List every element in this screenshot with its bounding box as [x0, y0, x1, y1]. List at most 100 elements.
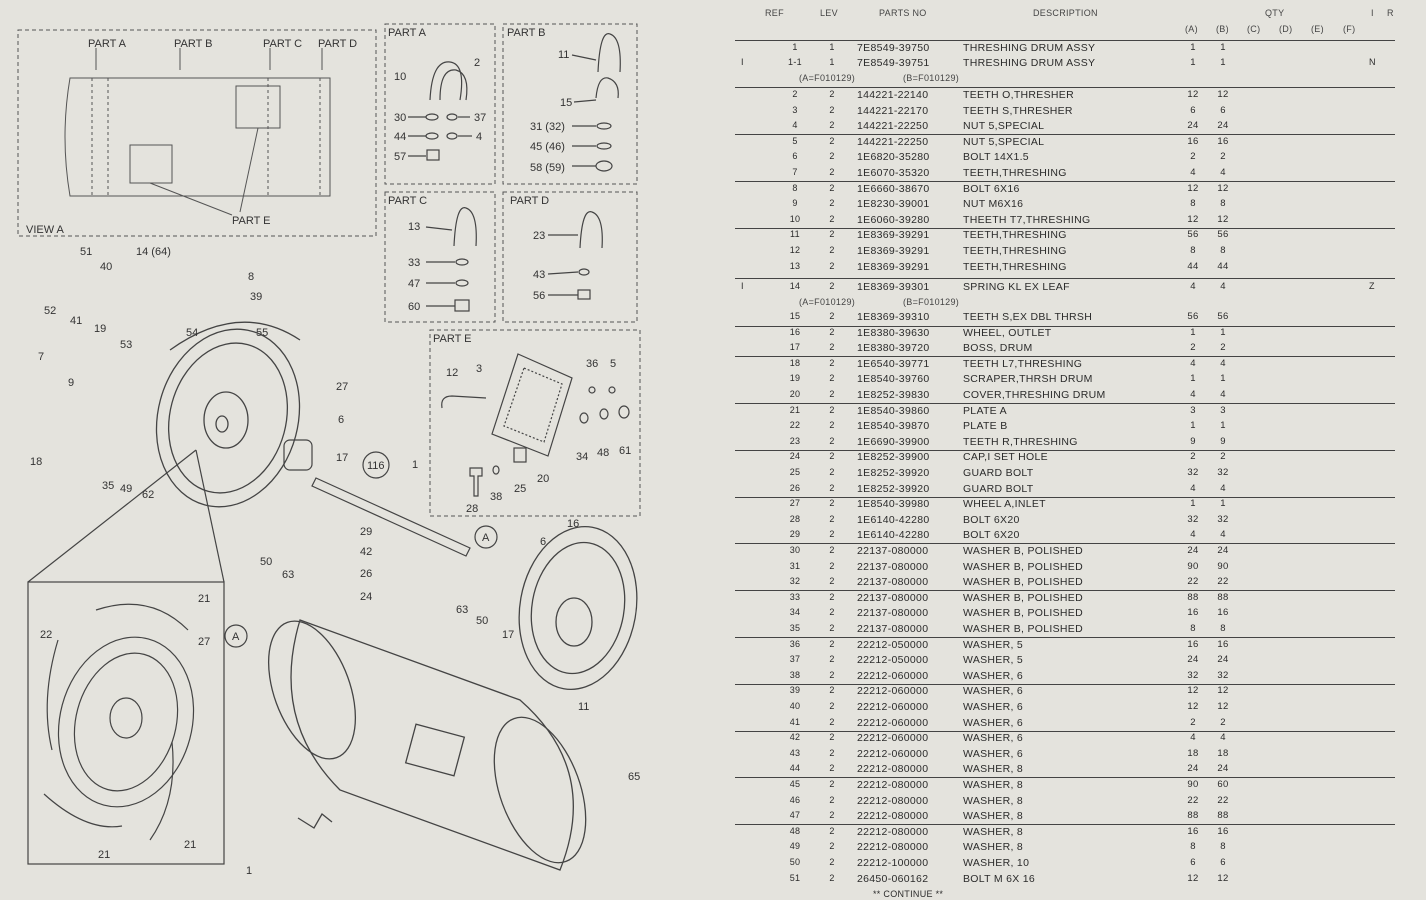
cell-qa: 2 — [1190, 716, 1196, 728]
cell-qa: 4 — [1190, 167, 1196, 178]
cell-pn: 144221-22250 — [857, 120, 929, 133]
cell-pn: 1E6140-42280 — [857, 513, 930, 526]
cell-desc: THRESHING DRUM ASSY — [963, 42, 1096, 54]
part-e-title: PART E — [433, 333, 472, 345]
cell-pn: 1E8540-39870 — [857, 420, 930, 433]
cell-lev: 2 — [829, 404, 835, 415]
cell-qb: 22 — [1217, 794, 1229, 806]
cell-ref: 3 — [792, 104, 798, 115]
cell-qa: 24 — [1187, 654, 1199, 666]
cell-desc: SCRAPER,THRSH DRUM — [963, 373, 1093, 386]
cell-qb: 4 — [1220, 529, 1226, 541]
cell-qa: 8 — [1190, 841, 1196, 853]
cell-desc: NUT 5,SPECIAL — [963, 120, 1045, 133]
cell-qb: 1 — [1220, 326, 1226, 338]
cell-pn: 1E8230-39001 — [857, 198, 930, 211]
cell-lev: 2 — [829, 311, 835, 321]
cell-pn: 1E8369-39310 — [857, 311, 930, 323]
cell-ref: 5 — [792, 135, 798, 146]
cell-qa: 44 — [1187, 260, 1199, 272]
teeth-icon — [441, 395, 487, 409]
cell-pn: 1E8540-39860 — [857, 404, 930, 417]
qty-col-a: (A) — [1185, 24, 1198, 34]
cell-qa: 1 — [1190, 42, 1196, 53]
view-a-part-c-label: PART C — [263, 38, 302, 50]
cell-lev: 2 — [829, 281, 835, 291]
cell-lev: 2 — [829, 716, 835, 727]
cell-pn: 7E8549-39751 — [857, 57, 930, 69]
cell-ref: 30 — [789, 545, 801, 555]
cell-qa: 22 — [1187, 576, 1199, 588]
view-a-part-e-label: PART E — [232, 215, 271, 227]
callout-27b: 27 — [198, 636, 210, 648]
cell-desc: SPRING KL EX LEAF — [963, 281, 1070, 293]
cell-lev: 2 — [829, 623, 835, 633]
cell-desc: TEETH,THRESHING — [963, 245, 1067, 257]
cell-qb: 1 — [1220, 373, 1226, 385]
cell-desc: WASHER B, POLISHED — [963, 560, 1083, 573]
cell-ref: 45 — [789, 779, 801, 789]
cell-qa: 4 — [1190, 389, 1196, 400]
cell-ref: 32 — [789, 576, 801, 587]
cell-qa: 32 — [1187, 669, 1199, 681]
cell-desc: GUARD BOLT — [963, 482, 1034, 495]
cell-qa: 2 — [1190, 451, 1196, 463]
part-e-label-5: 5 — [610, 358, 616, 370]
cell-qb: 32 — [1217, 669, 1229, 681]
callout-65: 65 — [628, 771, 640, 783]
callout-52: 52 — [44, 305, 56, 317]
cell-qb: 2 — [1220, 716, 1226, 728]
cell-ref: 48 — [789, 825, 801, 836]
cell-ref: 7 — [792, 167, 798, 177]
group-divider — [735, 637, 1395, 638]
cell-pn: 7E8549-39750 — [857, 42, 930, 54]
cell-qa: 88 — [1187, 591, 1199, 603]
cell-pn: 144221-22250 — [857, 135, 929, 148]
cell-qb: 2 — [1220, 451, 1226, 463]
cell-lev: 2 — [829, 794, 835, 805]
part-a-box — [384, 23, 496, 185]
group-divider — [735, 227, 1395, 229]
part-e-label-12: 12 — [446, 367, 458, 379]
cell-lev: 2 — [829, 451, 835, 462]
part-e-label-28: 28 — [466, 503, 478, 515]
cell-lev: 2 — [829, 607, 835, 618]
cell-desc: TEETH L7,THRESHING — [963, 357, 1083, 370]
cell-pn: 144221-22140 — [857, 89, 929, 101]
cell-lev: 2 — [829, 669, 835, 680]
exploded-parts-diagram: PART A PART B PART C PART D PART E VIEW … — [0, 0, 660, 900]
callout-21-top: 21 — [198, 593, 210, 605]
cell-lev: 2 — [829, 229, 835, 240]
cell-qb: 12 — [1217, 685, 1229, 697]
cell-qb: 12 — [1217, 89, 1229, 100]
cell-qa: 24 — [1187, 120, 1199, 132]
part-a-label-57: 57 — [394, 151, 406, 163]
cell-pn: 1E6060-39280 — [857, 213, 930, 226]
cell-qa: 1 — [1190, 420, 1196, 432]
cell-pn: 22137-080000 — [857, 576, 929, 589]
cell-lev: 2 — [829, 545, 835, 555]
cell-qa: 4 — [1190, 482, 1196, 494]
part-e-label-36: 36 — [586, 358, 598, 370]
cell-mark: I — [741, 57, 744, 67]
header-divider — [735, 40, 1395, 41]
teeth-u-icon — [453, 207, 477, 247]
cell-pn: 22212-080000 — [857, 841, 929, 854]
cell-qa: 32 — [1187, 467, 1199, 478]
part-a-label-4: 4 — [476, 131, 482, 143]
cell-ref: 9 — [792, 198, 798, 209]
cell-desc: TEETH,THRESHING — [963, 229, 1067, 242]
